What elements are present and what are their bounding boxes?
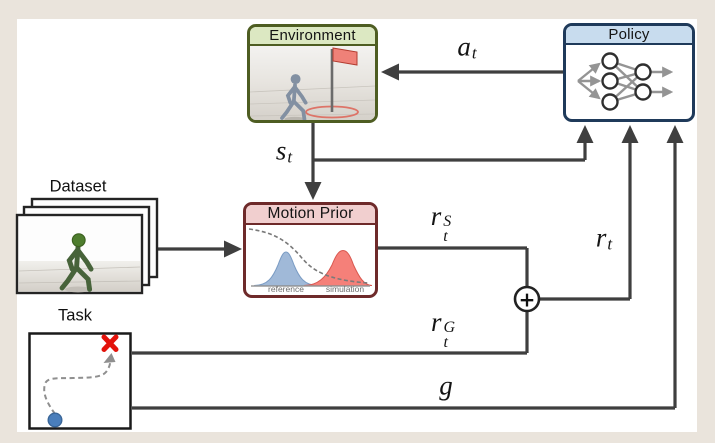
task-title: Task	[58, 306, 92, 325]
arrowhead-action	[381, 63, 399, 81]
policy-title: Policy	[566, 26, 692, 45]
label-goal: g	[439, 370, 453, 401]
arrowhead-state-down	[304, 182, 322, 200]
plus-icon: +	[519, 288, 536, 312]
environment-title: Environment	[250, 27, 375, 46]
motion-prior-title: Motion Prior	[246, 205, 375, 225]
trajectory-arrowhead	[103, 353, 116, 363]
arrowhead-dataset	[224, 240, 242, 258]
start-dot-icon	[47, 412, 63, 428]
environment-scene	[250, 46, 375, 120]
goal-line	[132, 142, 677, 410]
task-trajectory	[43, 362, 111, 415]
arrow-state-branch-line	[311, 142, 587, 162]
simulation-label: simulation	[325, 284, 365, 294]
goal-x-icon	[101, 334, 119, 352]
simulation-distribution	[303, 249, 373, 286]
dataset-character	[59, 233, 94, 293]
discriminator-curve	[248, 228, 369, 284]
total-reward-line	[539, 142, 632, 301]
reference-label: reference	[268, 284, 304, 294]
motion-prior-box: Motion Prior	[243, 202, 378, 298]
task-map	[28, 332, 132, 430]
policy-box: Policy	[563, 23, 695, 122]
arrowhead-state-up	[576, 125, 594, 143]
dataset-title: Dataset	[49, 177, 107, 196]
arrowhead-goal	[666, 125, 684, 143]
style-reward-line	[378, 246, 529, 287]
arrowhead-total-reward	[621, 125, 639, 143]
environment-character	[280, 74, 308, 120]
neural-network-icon	[577, 52, 674, 111]
goal-reward-line	[132, 312, 529, 355]
sum-node: +	[513, 285, 541, 313]
distribution-plot	[248, 228, 373, 287]
environment-box: Environment	[247, 24, 378, 123]
flag-icon	[332, 47, 358, 66]
dataset-frames	[15, 197, 159, 295]
reference-distribution	[253, 251, 319, 286]
